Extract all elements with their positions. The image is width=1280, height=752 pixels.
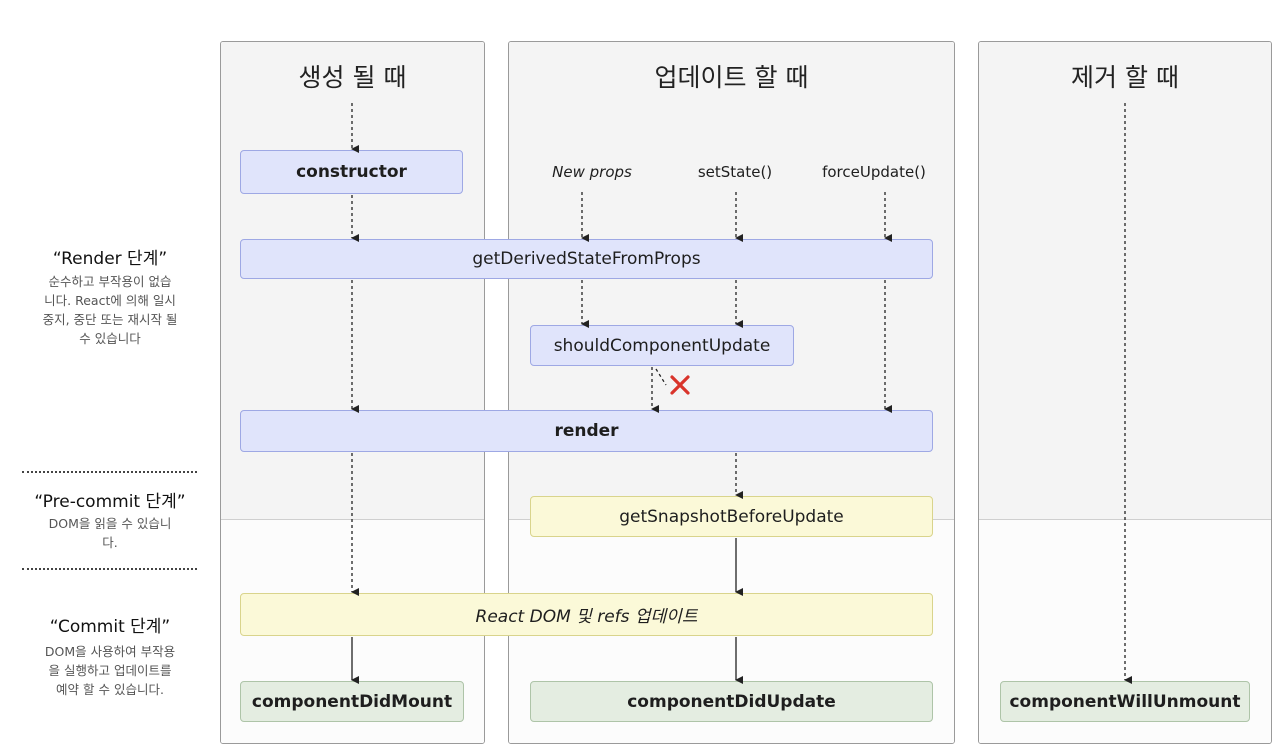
get-derived-state-from-props-box: getDerivedStateFromProps xyxy=(240,239,933,279)
commit-phase-title: “Commit 단계” xyxy=(49,617,171,637)
render-phase-desc-line: 순수하고 부작용이 없습 xyxy=(48,274,172,289)
render-phase-desc-line: 수 있습니다 xyxy=(79,331,141,346)
trigger-set-state: setState() xyxy=(697,163,773,181)
constructor-box: constructor xyxy=(240,150,463,194)
commit-phase-desc-line: 예약 할 수 있습니다. xyxy=(56,682,164,697)
cancel-x-icon xyxy=(670,375,690,395)
mount-column-title: 생성 될 때 xyxy=(298,63,407,92)
precommit-phase-title: “Pre-commit 단계” xyxy=(34,492,186,512)
react-dom-update-box: React DOM 및 refs 업데이트 xyxy=(240,593,933,636)
get-snapshot-before-update-box: getSnapshotBeforeUpdate xyxy=(530,496,933,537)
unmount-column-title: 제거 할 때 xyxy=(1071,63,1179,92)
commit-phase-desc-line: DOM을 사용하여 부작용 xyxy=(44,644,176,659)
update-column-title: 업데이트 할 때 xyxy=(654,63,809,92)
component-did-mount-box: componentDidMount xyxy=(240,681,464,722)
component-did-update-box: componentDidUpdate xyxy=(530,681,933,722)
render-phase-desc-line: 중지, 중단 또는 재시작 될 xyxy=(42,312,178,327)
commit-phase-desc-line: 을 실행하고 업데이트를 xyxy=(48,663,172,678)
trigger-force-update: forceUpdate() xyxy=(822,163,926,181)
arrow-scu-cancel xyxy=(655,368,667,386)
trigger-new-props: New props xyxy=(552,163,632,181)
render-phase-title: “Render 단계” xyxy=(52,249,168,269)
render-phase-desc-line: 니다. React에 의해 일시 xyxy=(44,293,176,308)
phase-divider xyxy=(22,471,197,473)
precommit-phase-desc: DOM을 읽을 수 있습니 다. xyxy=(10,514,210,552)
phase-divider xyxy=(22,568,197,570)
should-component-update-box: shouldComponentUpdate xyxy=(530,325,794,366)
render-box: render xyxy=(240,410,933,452)
commit-phase-desc: DOM을 사용하여 부작용 을 실행하고 업데이트를 예약 할 수 있습니다. xyxy=(10,642,210,699)
precommit-phase-desc-line: 다. xyxy=(102,535,118,550)
precommit-phase-desc-line: DOM을 읽을 수 있습니 xyxy=(48,516,172,531)
render-phase-desc: 순수하고 부작용이 없습 니다. React에 의해 일시 중지, 중단 또는 … xyxy=(10,272,210,348)
